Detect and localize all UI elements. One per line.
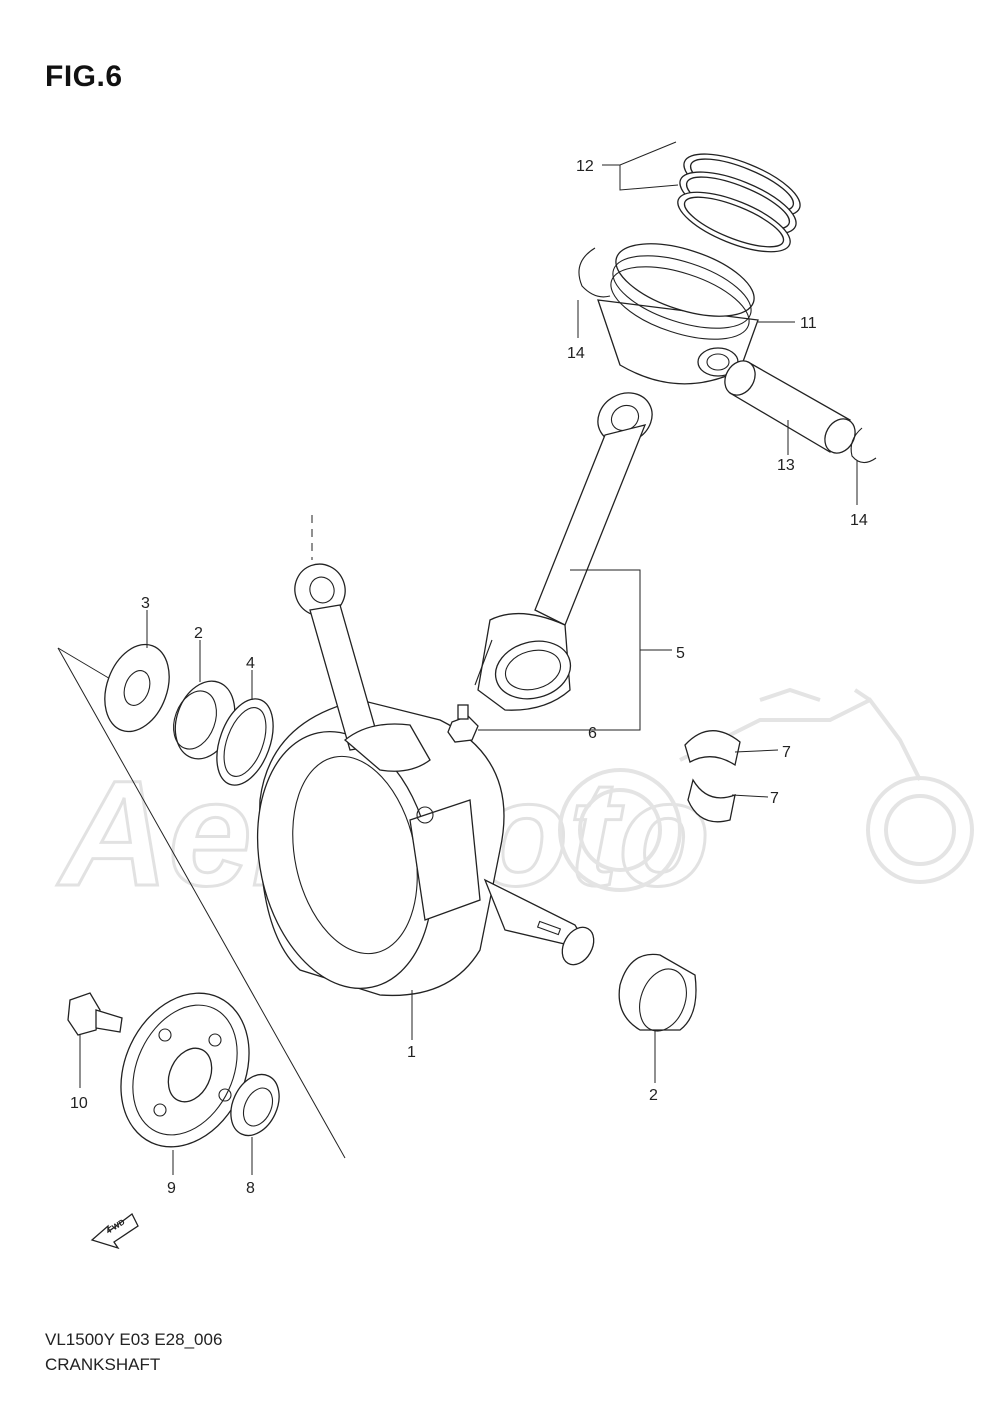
- callout-1: 1: [407, 1044, 416, 1061]
- needle-bearing: [230, 1073, 280, 1137]
- callout-7: 7: [770, 790, 779, 807]
- main-bearing-right: [618, 953, 697, 1032]
- perspective-guides: [57, 515, 346, 1159]
- callout-4: 4: [246, 655, 255, 672]
- model-code: VL1500Y E03 E28_006: [45, 1330, 223, 1349]
- circlips: [578, 247, 877, 464]
- callout-6: 6: [588, 725, 597, 742]
- callout-14: 14: [567, 345, 585, 362]
- shim-ring: [216, 698, 274, 786]
- connecting-rod-upper: [474, 392, 653, 711]
- callout-8: 8: [246, 1180, 255, 1197]
- section-name: CRANKSHAFT: [45, 1355, 161, 1374]
- motorcycle-watermark-icon: [558, 687, 974, 892]
- callout-numbers: 12 11 14 14 13 5 6 7 7 3 2 4 1 2 10 9 8: [70, 158, 868, 1197]
- piston-pin: [724, 360, 856, 454]
- callout-10: 10: [70, 1095, 88, 1112]
- connecting-rod-nut: [447, 704, 479, 743]
- callout-2: 2: [194, 625, 203, 642]
- callout-11: 11: [800, 315, 817, 332]
- piston: [597, 243, 759, 385]
- callout-13: 13: [777, 457, 795, 474]
- callout-7: 7: [782, 744, 791, 761]
- callout-12: 12: [576, 158, 594, 175]
- primary-gear: [120, 992, 250, 1148]
- callout-2: 2: [649, 1087, 658, 1104]
- bolt: [67, 992, 123, 1036]
- callout-3: 3: [141, 595, 150, 612]
- forward-arrow-icon: [90, 1213, 139, 1250]
- crank-pin-bearings: [684, 730, 741, 823]
- crankshaft: [256, 563, 595, 997]
- thrust-washer: [104, 643, 170, 733]
- fwd-marker: FWD: [90, 1213, 139, 1250]
- piston-rings: [677, 153, 801, 253]
- callout-5: 5: [676, 645, 685, 662]
- figure-title: FIG.6: [45, 60, 123, 93]
- callout-9: 9: [167, 1180, 176, 1197]
- leader-lines: [79, 141, 858, 1175]
- callout-14: 14: [850, 512, 868, 529]
